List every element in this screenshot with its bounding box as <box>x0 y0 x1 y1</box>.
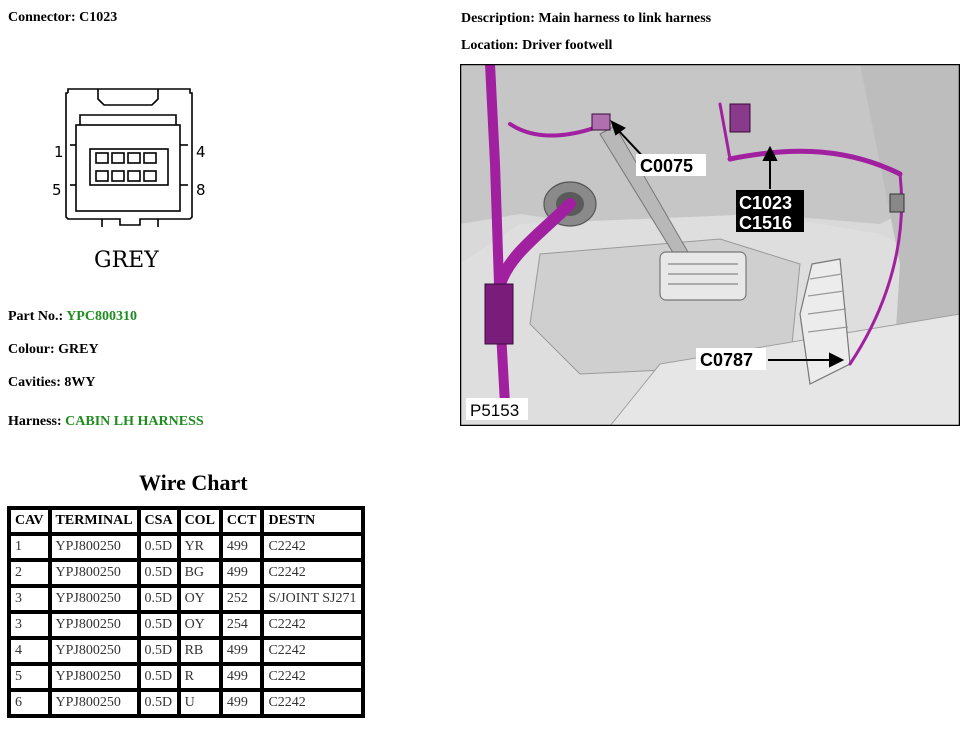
cell-cav: 5 <box>9 664 50 690</box>
part-number: Part No.: YPC800310 <box>8 309 137 325</box>
pin-label-5: 5 <box>52 181 62 199</box>
cell-col: U <box>178 690 221 716</box>
pin-label-4: 4 <box>196 143 206 161</box>
cell-cct: 499 <box>220 638 263 664</box>
cell-csa: 0.5D <box>138 534 179 560</box>
cell-csa: 0.5D <box>138 638 179 664</box>
cell-csa: 0.5D <box>138 664 179 690</box>
harness: Harness: CABIN LH HARNESS <box>8 414 204 430</box>
harness-label: Harness: <box>8 414 62 429</box>
location-label: Location: <box>461 38 519 53</box>
photo-reference: P5153 <box>470 401 519 420</box>
cell-destn: C2242 <box>262 560 363 586</box>
part-number-link[interactable]: YPC800310 <box>66 309 137 324</box>
cell-col: OY <box>178 612 221 638</box>
cell-destn: C2242 <box>262 690 363 716</box>
cell-destn: C2242 <box>262 612 363 638</box>
cell-terminal: YPJ800250 <box>49 638 139 664</box>
harness-wiring <box>485 59 903 409</box>
pin-label-1: 1 <box>54 143 64 161</box>
cell-cav: 4 <box>9 638 50 664</box>
part-number-label: Part No.: <box>8 309 64 324</box>
col-header-col: COL <box>178 508 221 534</box>
colour: Colour: GREY <box>8 342 99 358</box>
callout-c1516: C1516 <box>739 213 792 233</box>
location: Location: Driver footwell <box>461 38 612 54</box>
connector-id: C1023 <box>79 10 118 25</box>
cell-cct: 499 <box>220 560 263 586</box>
cell-col: RB <box>178 638 221 664</box>
description: Description: Main harness to link harnes… <box>461 11 711 27</box>
description-label: Description: <box>461 11 535 26</box>
cell-terminal: YPJ800250 <box>49 690 139 716</box>
diagram-colour-label: GREY <box>94 248 159 273</box>
cell-destn: C2242 <box>262 534 363 560</box>
cell-terminal: YPJ800250 <box>49 560 139 586</box>
cell-destn: S/JOINT SJ271 <box>262 586 363 612</box>
cell-cav: 3 <box>9 612 50 638</box>
cell-csa: 0.5D <box>138 560 179 586</box>
cell-terminal: YPJ800250 <box>49 664 139 690</box>
pin-label-8: 8 <box>196 181 206 199</box>
cell-terminal: YPJ800250 <box>49 534 139 560</box>
cell-destn: C2242 <box>262 638 363 664</box>
wire-chart-title: Wire Chart <box>139 470 248 495</box>
col-header-csa: CSA <box>138 508 179 534</box>
col-header-destn: DESTN <box>262 508 363 534</box>
cell-cct: 254 <box>220 612 263 638</box>
cell-csa: 0.5D <box>138 586 179 612</box>
cell-cav: 3 <box>9 586 50 612</box>
description-value: Main harness to link harness <box>538 11 712 26</box>
cell-csa: 0.5D <box>138 612 179 638</box>
cell-cav: 1 <box>9 534 50 560</box>
cell-col: R <box>178 664 221 690</box>
cell-destn: C2242 <box>262 664 363 690</box>
connector-label: Connector: <box>8 10 76 25</box>
col-header-cct: CCT <box>220 508 263 534</box>
cell-col: OY <box>178 586 221 612</box>
location-value: Driver footwell <box>522 38 613 53</box>
cell-col: YR <box>178 534 221 560</box>
cell-terminal: YPJ800250 <box>49 586 139 612</box>
col-header-terminal: TERMINAL <box>49 508 139 534</box>
location-photo: C0075 C1023 C1516 C0787 P5153 <box>459 59 961 427</box>
cell-terminal: YPJ800250 <box>49 612 139 638</box>
cell-cav: 6 <box>9 690 50 716</box>
cell-cct: 252 <box>220 586 263 612</box>
col-header-cav: CAV <box>9 508 50 534</box>
harness-link[interactable]: CABIN LH HARNESS <box>65 414 204 429</box>
connector-heading: Connector: C1023 <box>8 10 117 26</box>
colour-value: GREY <box>58 342 99 357</box>
connector-diagram: 1 4 5 8 GREY <box>40 85 220 275</box>
colour-label: Colour: <box>8 342 55 357</box>
cell-cav: 2 <box>9 560 50 586</box>
wire-chart-header-row: CAV TERMINAL CSA COL CCT DESTN <box>9 508 363 534</box>
cavities-label: Cavities: <box>8 375 61 390</box>
callout-c1023: C1023 <box>739 193 792 213</box>
cell-cct: 499 <box>220 664 263 690</box>
cell-cct: 499 <box>220 534 263 560</box>
cell-csa: 0.5D <box>138 690 179 716</box>
cavities-value: 8WY <box>64 375 96 390</box>
cavities: Cavities: 8WY <box>8 375 96 391</box>
cell-cct: 499 <box>220 690 263 716</box>
callout-c0075: C0075 <box>640 156 693 176</box>
callout-c0787: C0787 <box>700 350 753 370</box>
cell-col: BG <box>178 560 221 586</box>
